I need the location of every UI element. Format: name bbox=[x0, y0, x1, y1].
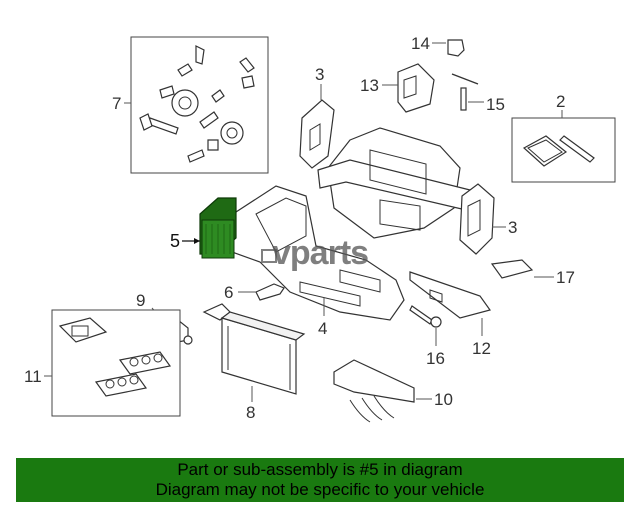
callout-6: 6 bbox=[224, 283, 233, 302]
callout-3-top: 3 bbox=[315, 65, 324, 84]
part-10-evaporator[interactable] bbox=[333, 359, 415, 423]
part-2-filter-kit[interactable] bbox=[511, 117, 616, 183]
part-4-lower-housing[interactable] bbox=[231, 185, 405, 321]
part-5-cabin-air-filter[interactable] bbox=[199, 197, 237, 259]
part-7-blower-kit[interactable] bbox=[130, 36, 269, 174]
callout-13: 13 bbox=[360, 76, 379, 95]
banner-line-2: Diagram may not be specific to your vehi… bbox=[155, 480, 485, 499]
callout-7: 7 bbox=[112, 94, 121, 113]
callout-16: 16 bbox=[426, 349, 445, 368]
part-16-bolt[interactable] bbox=[409, 305, 442, 328]
callout-17: 17 bbox=[556, 268, 575, 287]
watermark-logo: vparts bbox=[272, 234, 368, 272]
callout-14: 14 bbox=[411, 34, 430, 53]
part-3-upper-bracket[interactable] bbox=[299, 99, 335, 169]
part-11-control-panel-kit[interactable] bbox=[51, 309, 181, 417]
callout-8: 8 bbox=[246, 403, 255, 422]
exploded-parts-diagram: 7 3 14 13 15 bbox=[24, 34, 616, 423]
part-15-rod[interactable] bbox=[451, 73, 479, 111]
callout-15: 15 bbox=[486, 95, 505, 114]
callout-5: 5 bbox=[170, 231, 180, 251]
callout-2: 2 bbox=[556, 92, 565, 111]
callout-10: 10 bbox=[434, 390, 453, 409]
part-12-actuator-bracket[interactable] bbox=[409, 271, 491, 319]
callout-12: 12 bbox=[472, 339, 491, 358]
part-hvac-main-case[interactable] bbox=[317, 127, 471, 239]
info-banner: Part or sub-assembly is #5 in diagram Di… bbox=[16, 458, 624, 502]
part-6-hose[interactable] bbox=[255, 283, 285, 301]
part-14-clip[interactable] bbox=[447, 39, 465, 57]
callout-4: 4 bbox=[318, 319, 327, 338]
part-8-heater-core[interactable] bbox=[202, 303, 306, 395]
part-3-right-cover[interactable] bbox=[459, 183, 495, 255]
callout-11: 11 bbox=[24, 367, 42, 386]
part-17-sensor[interactable] bbox=[490, 259, 534, 279]
part-13-duct[interactable] bbox=[397, 63, 435, 113]
callout-3-right: 3 bbox=[508, 218, 517, 237]
callout-9: 9 bbox=[136, 291, 145, 310]
banner-line-1: Part or sub-assembly is #5 in diagram bbox=[177, 460, 463, 479]
